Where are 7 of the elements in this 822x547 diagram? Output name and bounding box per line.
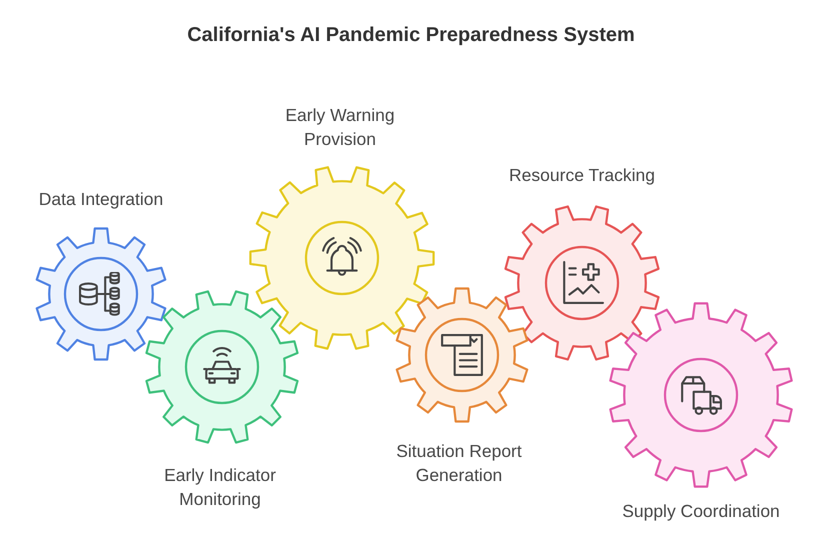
gear-label: Early Indicator Monitoring: [163, 464, 277, 511]
gear-label: Situation Report Generation: [395, 440, 523, 487]
gear-label: Early Warning Provision: [284, 104, 396, 151]
gear-label: Supply Coordination: [621, 500, 781, 523]
diagram-title: California's AI Pandemic Preparedness System: [186, 24, 636, 47]
gear-label: Data Integration: [38, 188, 164, 211]
gear-label: Resource Tracking: [508, 164, 656, 187]
